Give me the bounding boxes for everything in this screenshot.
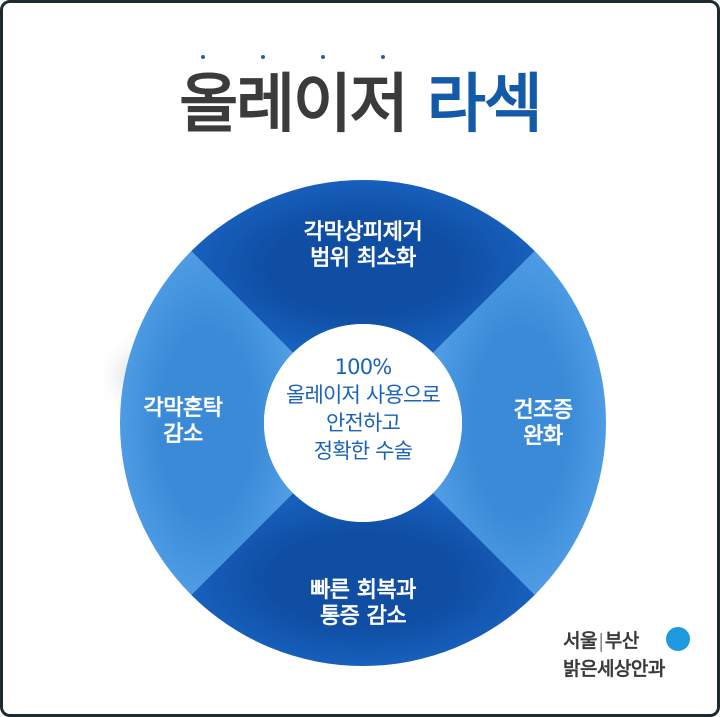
center-line-3: 안전하고	[325, 411, 401, 435]
ring-diagram	[113, 179, 607, 667]
segment-top	[191, 179, 535, 353]
brand-dot-icon	[666, 627, 690, 651]
segment-right	[433, 251, 607, 595]
center-line-2: 올레이저 사용으로	[285, 383, 441, 407]
emphasis-dot	[261, 55, 265, 59]
segment-left-line-1: 각막혼탁	[143, 396, 223, 421]
segment-top-line-2: 범위 최소화	[310, 246, 416, 271]
brand-city-2: 부산	[604, 630, 639, 652]
brand-separator: |	[597, 630, 604, 652]
page-title: 올레이저 라섹	[3, 65, 717, 145]
title-part-1: 올레이저	[179, 68, 409, 142]
brand-cities: 서울|부산	[563, 627, 665, 655]
center-disc	[264, 324, 462, 522]
brand-city-1: 서울	[563, 630, 597, 652]
title-part-2: 라섹	[427, 68, 543, 142]
segment-left	[119, 251, 293, 595]
segment-right-line-1: 건조증	[513, 398, 573, 423]
segment-left-line-2: 감소	[163, 422, 203, 447]
segment-bottom	[191, 493, 535, 667]
segment-top-line-1: 각막상피제거	[303, 220, 423, 245]
segment-top-label: 각막상피제거 범위 최소화	[263, 220, 463, 272]
segment-bottom-line-2: 통증 감소	[319, 604, 407, 629]
center-line-1: 100%	[334, 355, 393, 379]
brand-logo: 서울|부산 밝은세상안과	[563, 627, 665, 683]
segment-right-line-2: 완화	[523, 424, 563, 449]
segment-left-label: 각막혼탁 감소	[123, 396, 243, 448]
emphasis-dot	[201, 55, 205, 59]
center-line-4: 정확한 수술	[313, 439, 413, 463]
brand-name: 밝은세상안과	[563, 658, 665, 680]
center-label: 100% 올레이저 사용으로 안전하고 정확한 수술	[268, 353, 458, 465]
segment-right-label: 건조증 완화	[493, 398, 593, 450]
segment-bottom-line-1: 빠른 회복과	[310, 578, 416, 603]
segment-bottom-label: 빠른 회복과 통증 감소	[263, 578, 463, 630]
emphasis-dot	[321, 55, 325, 59]
emphasis-dot	[381, 55, 385, 59]
